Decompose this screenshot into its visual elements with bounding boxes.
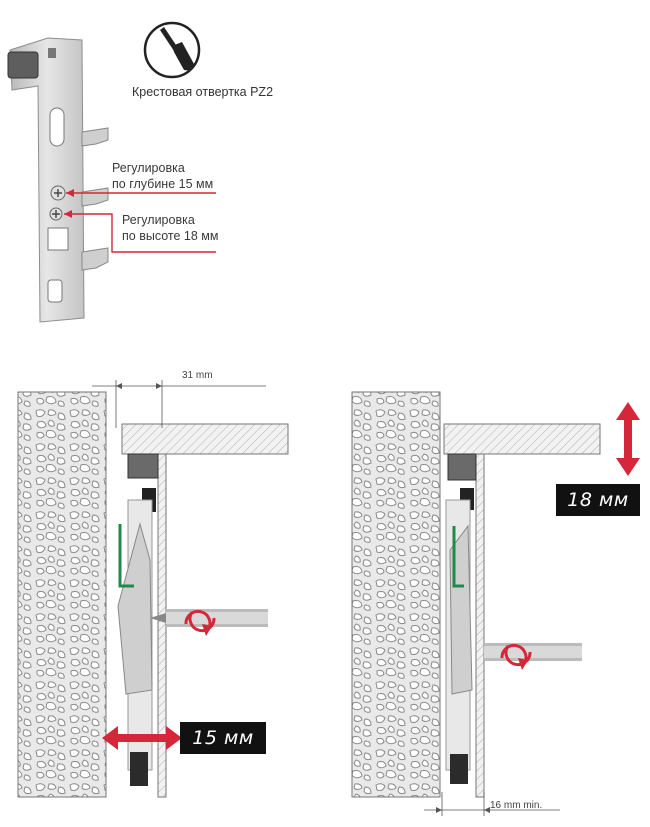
height-adjust-line2: по высоте 18 мм (122, 229, 219, 243)
left-installation (17, 391, 289, 798)
depth-arrow (102, 726, 182, 750)
height-arrow (616, 402, 640, 476)
right-dimension-lines (424, 792, 560, 816)
left-dimension-lines (92, 380, 266, 428)
depth-adjust-label: Регулировка по глубине 15 мм (112, 160, 213, 192)
height-callout-line (64, 210, 216, 253)
screwdriver-icon (143, 21, 201, 79)
height-adjust-label: Регулировка по высоте 18 мм (122, 212, 218, 244)
right-rotation-arrows (500, 643, 532, 670)
tool-label: Крестовая отвертка PZ2 (132, 85, 274, 99)
depth-adjust-line1: Регулировка (112, 161, 185, 175)
left-rotation-arrows (184, 609, 216, 636)
height-badge: 18 мм (556, 484, 640, 516)
height-adjust-line1: Регулировка (122, 213, 195, 227)
bracket-plate (7, 37, 109, 323)
dimension-31mm: 31 mm (182, 370, 213, 381)
depth-callout-line (66, 189, 216, 197)
depth-adjust-line2: по глубине 15 мм (112, 177, 214, 191)
right-installation (351, 391, 601, 798)
depth-badge: 15 мм (180, 722, 266, 754)
dimension-16mm: 16 mm min. (490, 800, 543, 811)
